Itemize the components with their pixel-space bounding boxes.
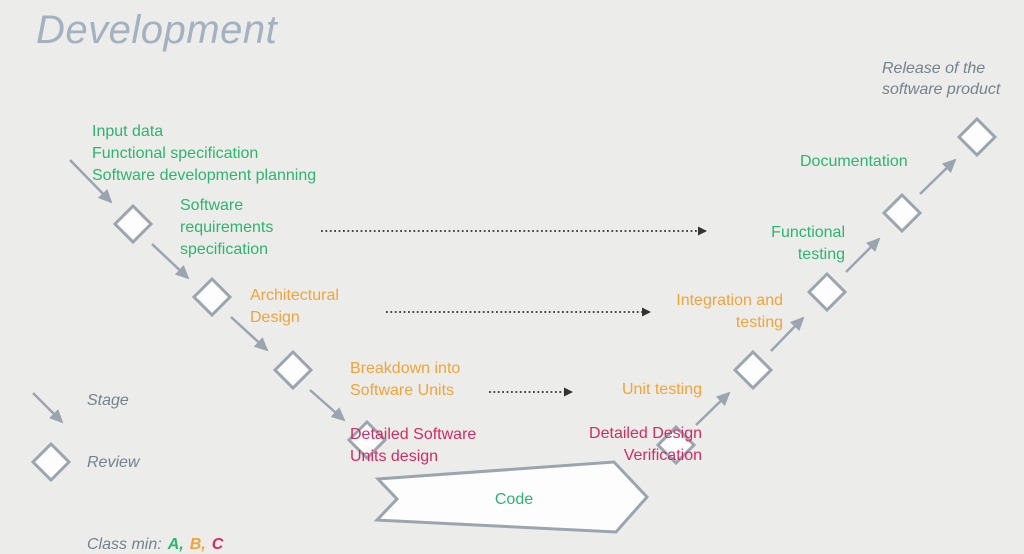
review-diamond-6 <box>732 349 774 391</box>
label-breakdown-block: Breakdown into Software Units Detailed S… <box>350 336 476 490</box>
review-diamond-5 <box>655 424 697 466</box>
legend-stage-label: Stage <box>87 392 129 409</box>
legend-class-min: Class min: A, B, C <box>87 512 223 554</box>
legend-stage-arrow-icon <box>32 392 64 424</box>
label-release-of-software-product: Release of the software product <box>882 60 1001 98</box>
legend-class-min-prefix: Class min: <box>87 536 162 553</box>
label-breakdown-into-software-units: Breakdown into Software Units <box>350 360 461 399</box>
legend-class-c: C <box>211 536 224 553</box>
label-functional-testing: Functional testing <box>771 224 845 263</box>
legend-class-a: A, <box>167 536 184 553</box>
label-detailed-design-verification: Detailed Design Verification <box>589 425 702 464</box>
stage-arrow-up-1 <box>695 391 731 426</box>
label-input-data: Input data Functional specification Soft… <box>92 123 317 184</box>
legend-review-label: Review <box>87 454 140 471</box>
label-documentation: Documentation <box>800 153 908 170</box>
stage-arrow-up-2 <box>770 316 805 352</box>
stage-arrow-down-4 <box>309 389 346 422</box>
stage-arrow-down-2 <box>151 243 190 280</box>
review-diamond-1 <box>112 203 154 245</box>
page-title: Development <box>36 8 278 52</box>
review-diamond-9 <box>956 116 998 158</box>
review-diamond-3 <box>272 349 314 391</box>
stage-arrow-up-4 <box>919 158 957 195</box>
label-architectural-design: Architectural Design <box>250 287 339 326</box>
stage-arrow-down-1 <box>69 159 113 204</box>
review-diamond-7 <box>806 271 848 313</box>
stage-arrow-up-3 <box>845 237 881 273</box>
review-diamond-8 <box>881 192 923 234</box>
label-detailed-software-units-design: Detailed Software Units design <box>350 426 477 465</box>
review-diamond-2 <box>191 276 233 318</box>
review-diamond-4 <box>346 419 388 461</box>
legend-review-diamond-icon <box>30 441 72 483</box>
legend-class-b: B, <box>189 536 206 553</box>
label-unit-testing-block: Unit testing Detailed Design Verificatio… <box>589 357 702 489</box>
code-arrow-label: Code <box>494 491 534 508</box>
label-software-requirements: Software requirements specification <box>180 197 274 258</box>
stage-arrow-down-3 <box>230 316 269 352</box>
code-block-arrow <box>373 460 650 534</box>
label-integration-and-testing: Integration and testing <box>676 292 783 331</box>
label-unit-testing: Unit testing <box>621 381 702 398</box>
